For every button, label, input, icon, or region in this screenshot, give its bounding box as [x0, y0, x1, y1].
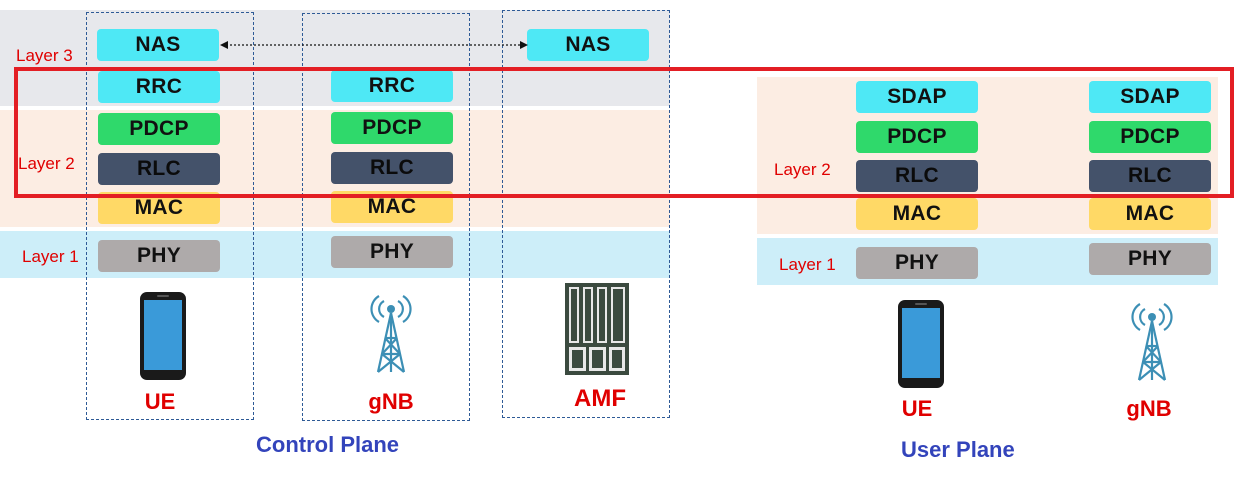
antenna-tower-icon	[1131, 303, 1173, 381]
user-plane-title: User Plane	[901, 437, 1015, 462]
cp-amf-nas: NAS	[527, 29, 649, 61]
up-ue-pdcp: PDCP	[856, 121, 978, 153]
cp-gnb-pdcp: PDCP	[331, 112, 453, 144]
up-gnb-mac: MAC	[1089, 198, 1211, 230]
up-gnb-label: gNB	[1126, 396, 1172, 421]
up-gnb-pdcp: PDCP	[1089, 121, 1211, 153]
cp-ue-rrc: RRC	[98, 71, 220, 103]
phone-icon	[898, 300, 944, 388]
cp-ue-label: UE	[144, 389, 176, 414]
up-gnb-sdap: SDAP	[1089, 81, 1211, 113]
cp-gnb-phy: PHY	[331, 236, 453, 268]
ue-column	[86, 12, 254, 420]
up-ue-rlc: RLC	[856, 160, 978, 192]
antenna-tower-icon	[370, 295, 412, 373]
cp-layer2-label: Layer 2	[18, 154, 75, 173]
phone-icon	[140, 292, 186, 380]
up-ue-sdap: SDAP	[856, 81, 978, 113]
cp-ue-nas: NAS	[97, 29, 219, 61]
up-layer1-label: Layer 1	[779, 255, 836, 274]
gnb-column	[302, 13, 470, 421]
amf-column	[502, 10, 670, 418]
cp-ue-phy: PHY	[98, 240, 220, 272]
up-layer2-label: Layer 2	[774, 160, 831, 179]
cp-gnb-label: gNB	[368, 389, 414, 414]
cp-layer1-label: Layer 1	[22, 247, 79, 266]
server-rack-icon	[565, 283, 629, 375]
up-ue-mac: MAC	[856, 198, 978, 230]
layer2-highlight-frame	[14, 67, 1234, 198]
cp-gnb-rrc: RRC	[331, 70, 453, 102]
control-plane-title: Control Plane	[256, 432, 400, 457]
cp-ue-rlc: RLC	[98, 153, 220, 185]
up-ue-label: UE	[901, 396, 933, 421]
up-ue-phy: PHY	[856, 247, 978, 279]
cp-amf-label: AMF	[574, 385, 626, 412]
up-gnb-phy: PHY	[1089, 243, 1211, 275]
cp-gnb-rlc: RLC	[331, 152, 453, 184]
up-gnb-rlc: RLC	[1089, 160, 1211, 192]
cp-ue-pdcp: PDCP	[98, 113, 220, 145]
nas-peer-arrow	[220, 41, 528, 49]
cp-layer3-label: Layer 3	[16, 46, 73, 65]
